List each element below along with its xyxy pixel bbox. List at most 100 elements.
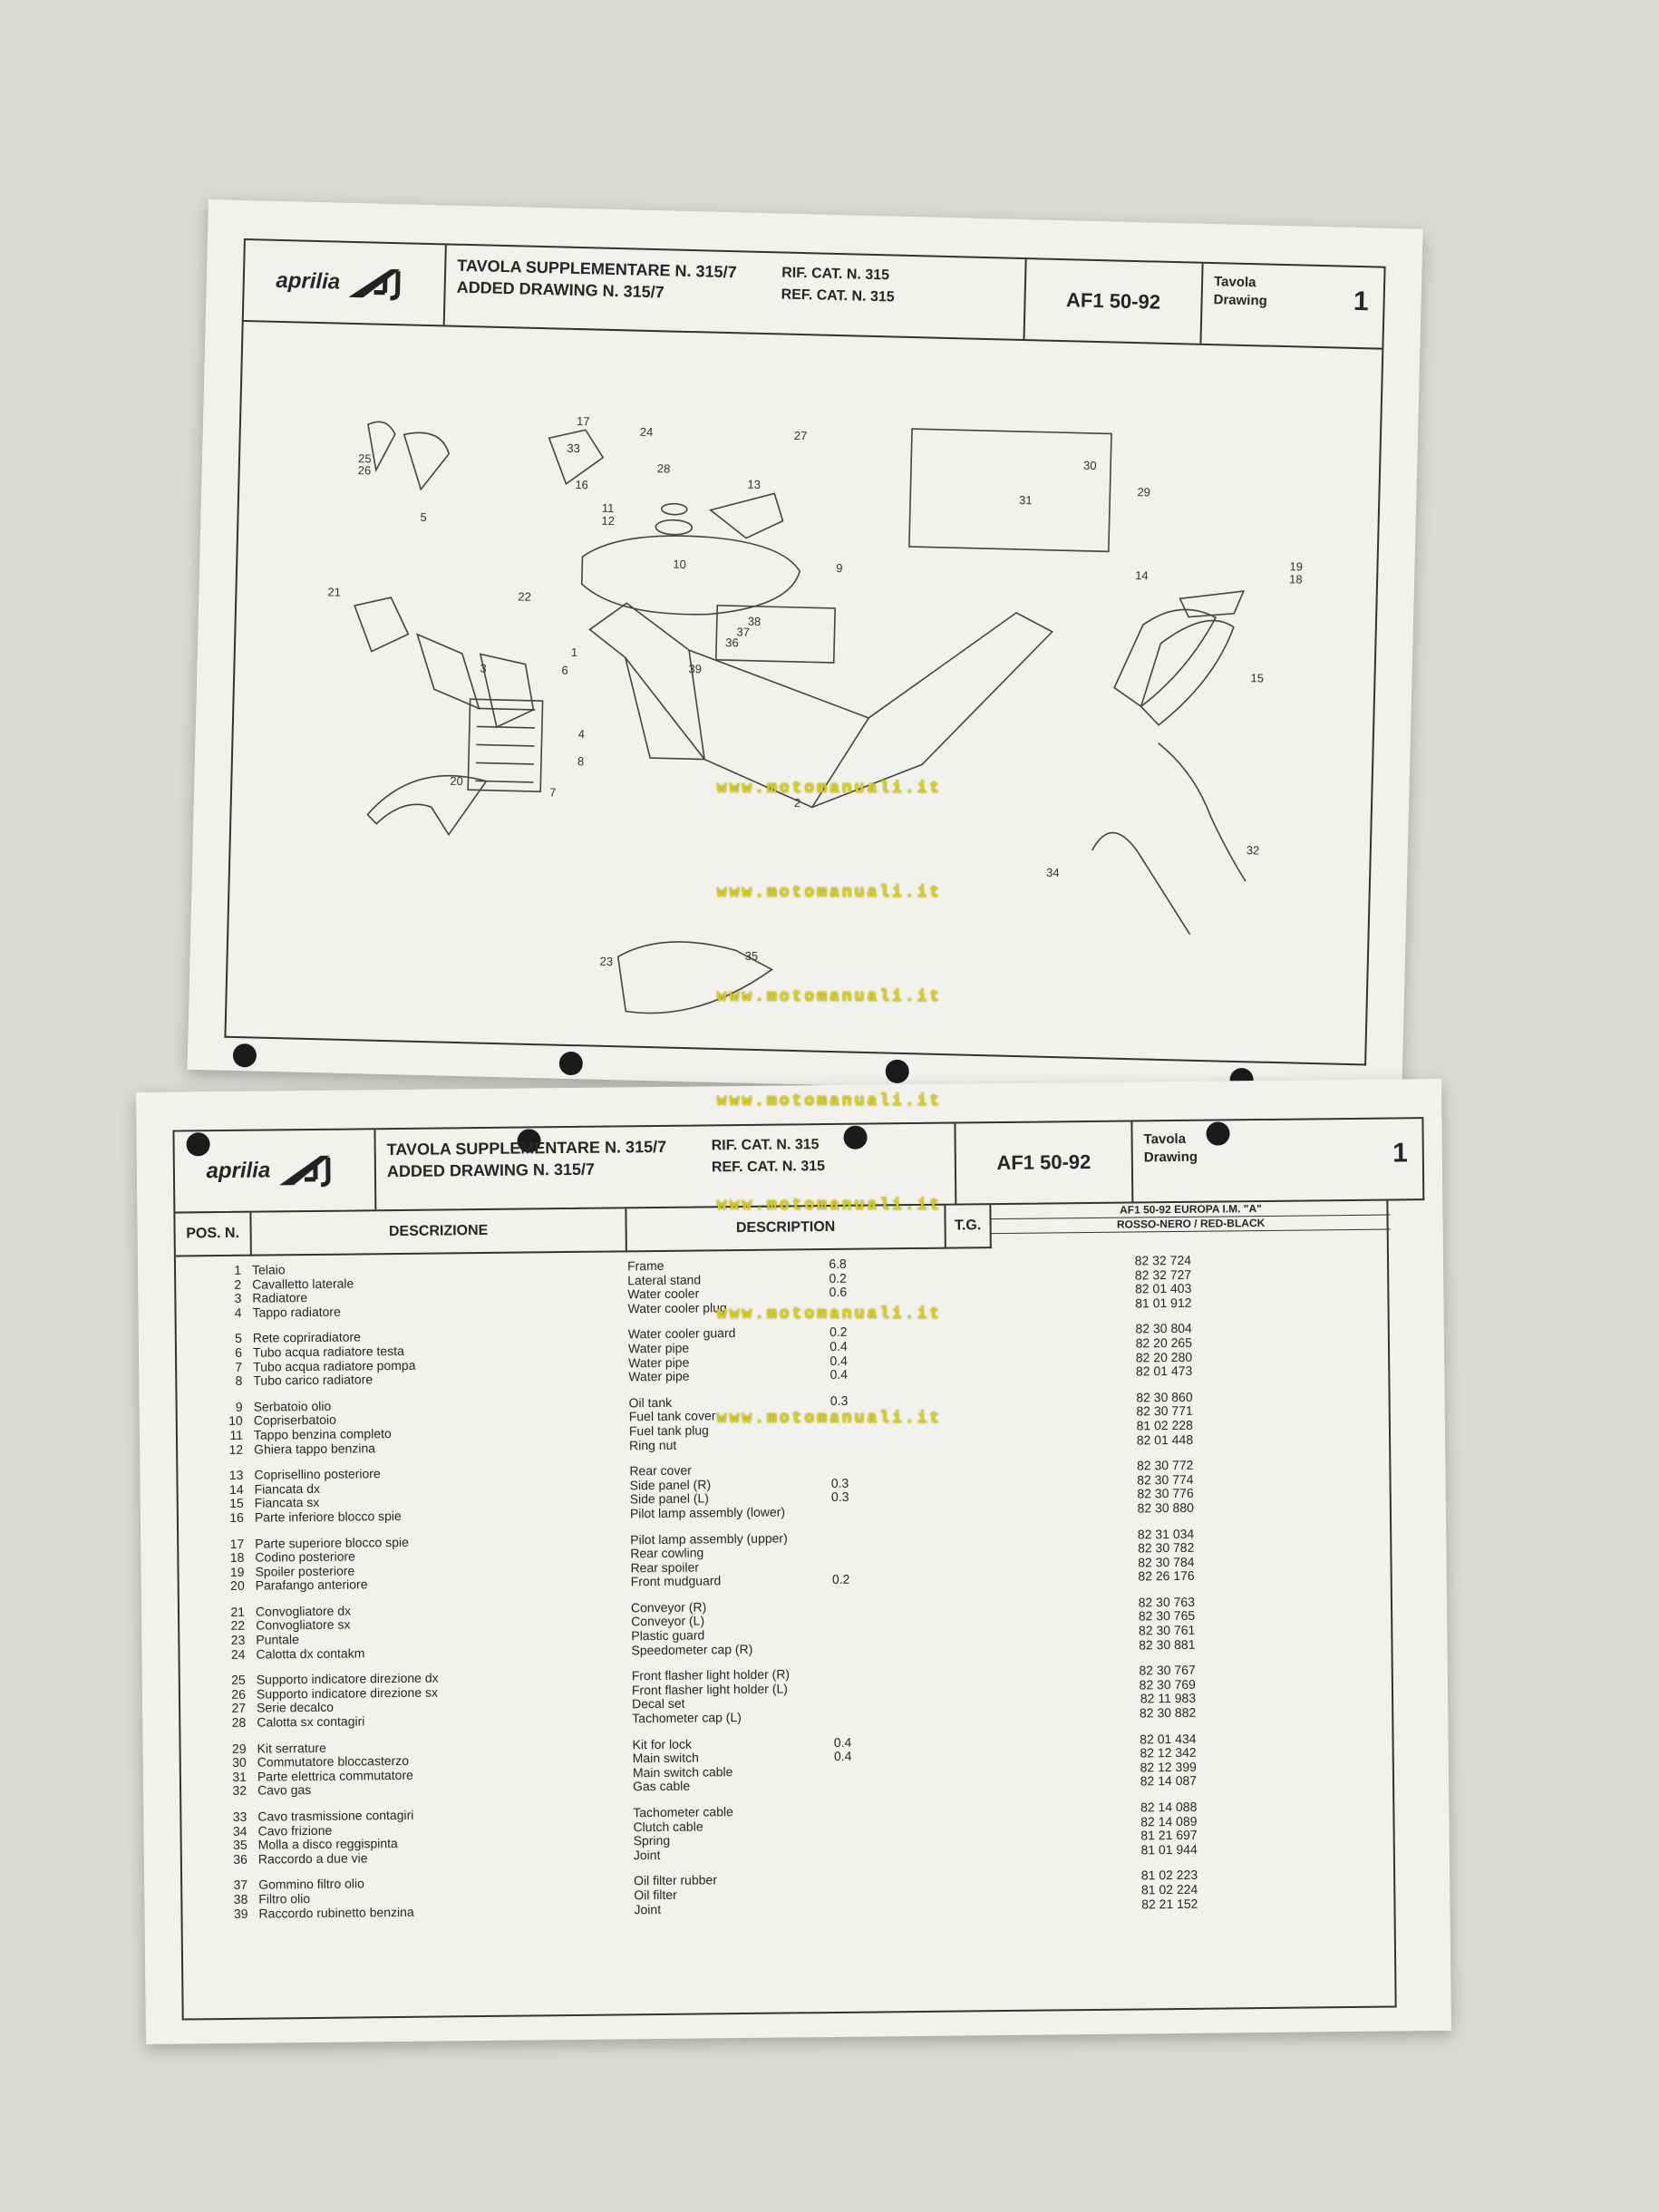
table-titles: TAVOLA SUPPLEMENTARE N. 315/7 ADDED DRAW… xyxy=(375,1123,957,1210)
rif-it: RIF. CAT. N. 315 xyxy=(781,265,890,284)
tg-cell xyxy=(816,1763,870,1764)
col-description-header: DESCRIPTION xyxy=(626,1205,946,1253)
drawing-label: Tavola Drawing 1 xyxy=(1201,264,1383,348)
tg-cell xyxy=(813,1530,868,1531)
part-code-cell: 81 01 912 xyxy=(1135,1295,1192,1311)
description-cell: Speedometer cap (R) xyxy=(631,1641,753,1657)
tg-cell xyxy=(817,1846,871,1847)
descrizione-cell: Parte elettrica commutatore xyxy=(257,1767,413,1784)
tg-cell: 0.3 xyxy=(830,1392,849,1408)
callout-label: 34 xyxy=(1046,866,1060,879)
callout-label: 39 xyxy=(688,662,702,675)
callout-label: 22 xyxy=(518,589,531,603)
callout-label: 37 xyxy=(736,625,750,638)
radiator-part xyxy=(467,698,544,792)
callout-label: 30 xyxy=(1083,459,1097,472)
descrizione-cell: Tubo carico radiatore xyxy=(253,1372,374,1388)
part-code-cell: 82 01 473 xyxy=(1135,1363,1193,1379)
callout-label: 32 xyxy=(1247,843,1260,857)
part-code-cell: 82 26 176 xyxy=(1138,1568,1195,1584)
pos-cell: 33 xyxy=(232,1809,247,1824)
description-cell: Front mudguard xyxy=(630,1573,722,1589)
description-cell: Spring xyxy=(633,1833,671,1848)
pos-cell: 20 xyxy=(230,1578,245,1594)
callout-label: 6 xyxy=(561,664,568,677)
descrizione-cell: Coprisellino posteriore xyxy=(254,1466,381,1482)
description-cell: Front flasher light holder (L) xyxy=(631,1681,788,1698)
rif-en: REF. CAT. N. 315 xyxy=(781,286,895,306)
pos-cell: 25 xyxy=(231,1673,246,1688)
table-header: aprilia TAVOLA SUPPLEMENTARE N. 315/7 AD… xyxy=(172,1117,1425,1214)
tg-cell: 0.4 xyxy=(830,1353,848,1368)
pos-cell: 5 xyxy=(234,1331,242,1346)
col-pos-header: POS. N. xyxy=(175,1212,252,1257)
pos-cell: 39 xyxy=(233,1906,248,1921)
descrizione-cell: Cavo gas xyxy=(257,1782,312,1799)
callout-label: 35 xyxy=(745,949,759,963)
descrizione-cell: Telaio xyxy=(251,1262,286,1277)
binder-hole xyxy=(232,1043,257,1068)
part-code-cell: 82 30 882 xyxy=(1139,1704,1197,1721)
binder-hole xyxy=(558,1051,584,1076)
callout-label: 25 xyxy=(358,451,372,465)
cable-part xyxy=(1158,742,1247,882)
callout-label: 21 xyxy=(327,585,341,598)
tg-cell xyxy=(814,1598,868,1599)
pos-cell: 23 xyxy=(230,1632,246,1647)
rif-it: RIF. CAT. N. 315 xyxy=(711,1137,820,1154)
tg-cell xyxy=(817,1900,871,1901)
descrizione-cell: Calotta sx contagiri xyxy=(257,1713,365,1730)
tg-cell xyxy=(816,1818,870,1819)
descrizione-cell: Radiatore xyxy=(252,1290,308,1305)
color-header: ROSSO-NERO / RED-BLACK xyxy=(991,1215,1391,1235)
callout-label: 33 xyxy=(567,441,580,455)
callout-label: 5 xyxy=(420,510,427,524)
description-cell: Joint xyxy=(633,1847,661,1863)
descrizione-cell: Parte inferiore blocco spie xyxy=(254,1508,402,1525)
tg-cell: 0.6 xyxy=(829,1284,848,1300)
drawing-en: Drawing xyxy=(1213,292,1268,309)
pos-cell: 28 xyxy=(231,1714,247,1730)
descrizione-cell: Ghiera tappo benzina xyxy=(254,1440,376,1457)
rif-en: REF. CAT. N. 315 xyxy=(711,1159,826,1176)
tg-cell xyxy=(814,1627,868,1628)
descrizione-cell: Gommino filtro olio xyxy=(258,1876,364,1893)
callout-label: 13 xyxy=(747,478,761,491)
tg-cell: 0.3 xyxy=(830,1489,849,1505)
pos-cell: 30 xyxy=(232,1754,247,1771)
pos-cell: 32 xyxy=(232,1783,247,1799)
description-cell: Fuel tank plug xyxy=(628,1422,709,1439)
tg-cell xyxy=(813,1558,868,1559)
brand-logo: aprilia xyxy=(174,1130,377,1212)
descrizione-cell: Convogliatore sx xyxy=(256,1617,351,1634)
tg-cell xyxy=(813,1545,868,1546)
callout-label: 18 xyxy=(1289,572,1303,586)
tg-cell: 0.4 xyxy=(830,1366,849,1382)
part-code-cell: 82 21 152 xyxy=(1141,1896,1198,1911)
descrizione-cell: Parafango anteriore xyxy=(255,1577,368,1593)
callout-label: 19 xyxy=(1289,559,1303,573)
description-cell: Rear cowling xyxy=(630,1545,704,1561)
tg-cell: 0.4 xyxy=(833,1734,852,1750)
tg-cell xyxy=(816,1778,870,1779)
tg-cell xyxy=(817,1832,871,1833)
pos-cell: 16 xyxy=(229,1509,244,1525)
description-cell: Tachometer cap (L) xyxy=(632,1710,742,1726)
tg-cell: 0.2 xyxy=(831,1572,850,1587)
tg-cell xyxy=(815,1667,869,1668)
descrizione-cell: Calotta dx contakm xyxy=(256,1645,365,1662)
description-cell: Pilot lamp assembly (lower) xyxy=(629,1504,786,1521)
callout-label: 27 xyxy=(794,429,808,442)
tg-cell xyxy=(817,1872,871,1873)
description-cell: Rear cover xyxy=(629,1462,692,1479)
callout-label: 12 xyxy=(601,514,615,528)
tg-cell xyxy=(812,1408,867,1409)
callout-label: 16 xyxy=(575,478,588,491)
binder-hole xyxy=(885,1059,910,1084)
descrizione-cell: Tappo radiatore xyxy=(252,1304,341,1320)
callout-label: 36 xyxy=(725,635,739,649)
tg-cell xyxy=(812,1422,867,1423)
description-cell: Frame xyxy=(626,1257,665,1274)
